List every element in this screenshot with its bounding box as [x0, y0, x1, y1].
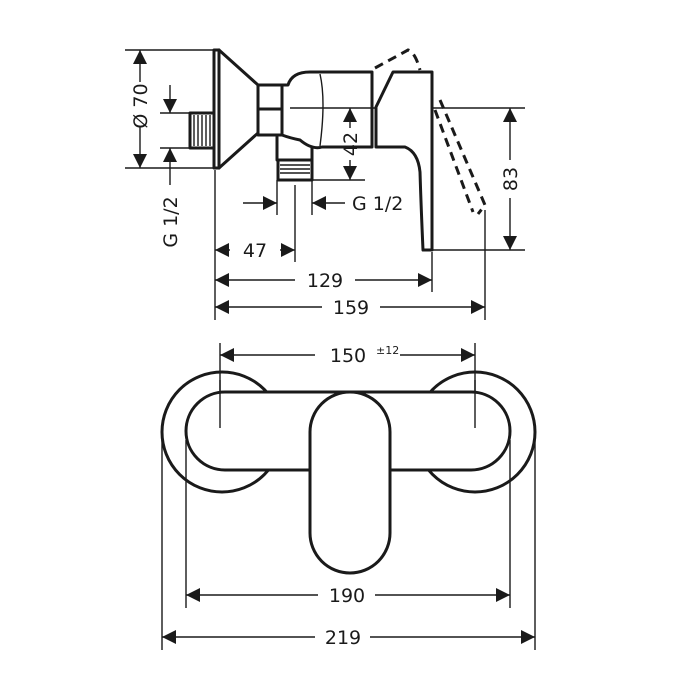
side-view: Ø 70 G 1/2 42 83 G 1/2 47: [125, 48, 525, 320]
wall-rosette: [212, 48, 260, 170]
dim-diameter-label: Ø 70: [130, 83, 152, 128]
dim-total-projection: 159: [215, 297, 485, 319]
front-view: 150 ±12 190 219: [160, 343, 537, 650]
lever: [374, 70, 434, 252]
dim-outlet-offset-label: 47: [243, 240, 267, 262]
dim-thread-outlet-label: G 1/2: [352, 193, 403, 215]
hex-nut: [256, 83, 284, 137]
dim-outlet-height: 42: [340, 108, 362, 180]
dim-total-width-label: 219: [325, 627, 361, 649]
dim-total-projection-label: 159: [333, 297, 369, 319]
mixer-body: [275, 70, 374, 182]
dim-total-width: 219: [162, 627, 535, 649]
dim-centres: 150 ±12: [220, 344, 475, 367]
front-extension-lines: [161, 343, 536, 650]
lever-open-position: [374, 48, 487, 215]
inlet-thread: [188, 111, 216, 150]
dim-thread-left: G 1/2: [160, 85, 182, 248]
dim-outlet-offset: 47: [215, 240, 295, 262]
dim-body-width-label: 190: [329, 585, 365, 607]
dim-lever-projection-label: 129: [307, 270, 343, 292]
dim-lever-projection: 129: [215, 270, 432, 292]
dim-lever-height: 83: [500, 108, 522, 250]
dim-body-width: 190: [186, 585, 510, 607]
lever-front: [308, 390, 392, 575]
dim-thread-left-label: G 1/2: [160, 196, 182, 247]
dim-outlet-height-label: 42: [340, 132, 362, 156]
dim-diameter: Ø 70: [130, 50, 152, 168]
dim-lever-height-label: 83: [500, 167, 522, 191]
dim-centres-tolerance: ±12: [376, 344, 399, 357]
dim-centres-label: 150: [330, 345, 366, 367]
dim-thread-outlet: G 1/2: [243, 193, 403, 215]
